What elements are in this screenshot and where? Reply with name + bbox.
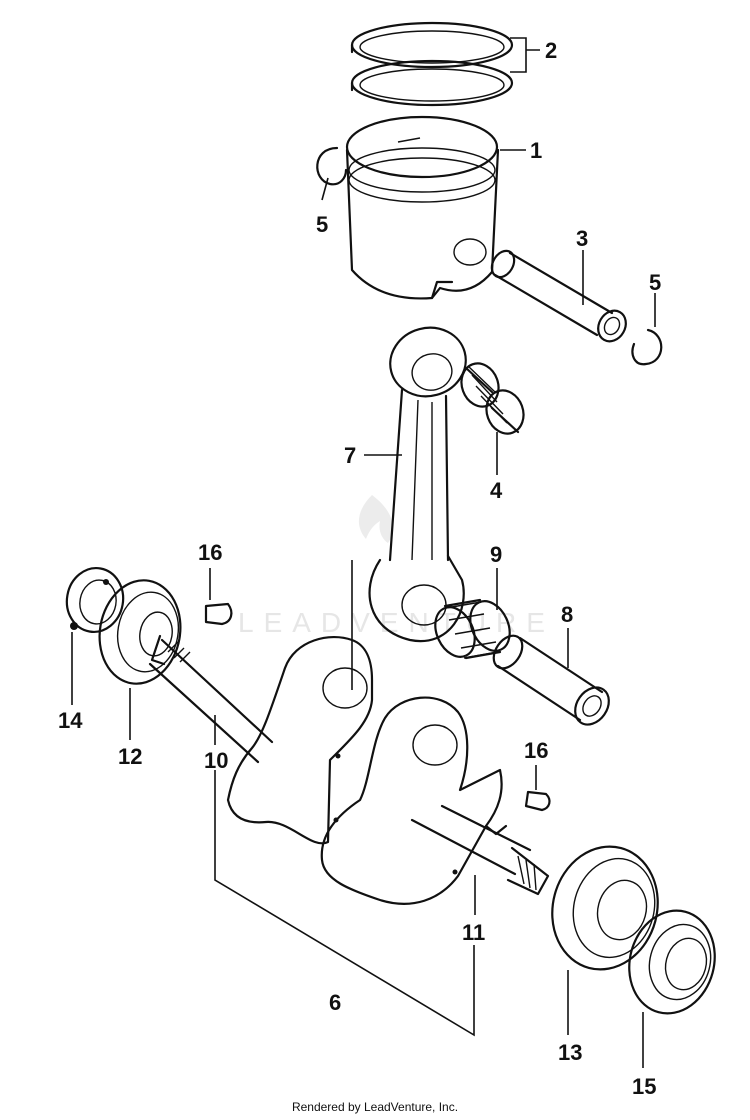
bearing-left xyxy=(98,579,182,685)
circlip-left xyxy=(316,146,348,186)
callout-16-left: 16 xyxy=(198,540,222,565)
callout-13: 13 xyxy=(558,1040,582,1065)
callout-3: 3 xyxy=(576,226,588,251)
leader-lines xyxy=(71,37,656,1068)
callout-2: 2 xyxy=(545,38,557,63)
callout-11: 11 xyxy=(462,920,485,945)
callout-14: 14 xyxy=(58,708,83,733)
watermark: LEADVENTURE xyxy=(238,495,545,638)
callout-8: 8 xyxy=(561,602,573,627)
callout-10: 10 xyxy=(204,748,228,773)
callout-5-right: 5 xyxy=(649,270,661,295)
woodruff-key-left xyxy=(204,602,233,626)
piston xyxy=(345,115,500,300)
footer-credit: Rendered by LeadVenture, Inc. xyxy=(291,1100,459,1114)
crank-pin xyxy=(492,634,610,726)
big-end-bearing xyxy=(434,598,511,660)
callouts: 2 1 3 5 5 7 4 9 8 16 16 14 12 10 11 6 13… xyxy=(58,38,661,1099)
callout-15: 15 xyxy=(632,1074,656,1099)
oil-seal-left xyxy=(65,567,125,633)
callout-1: 1 xyxy=(530,138,542,163)
oil-seal-right xyxy=(628,909,716,1015)
callout-16-right: 16 xyxy=(524,738,548,763)
small-end-bearing xyxy=(460,362,525,435)
woodruff-key-right xyxy=(524,790,551,812)
callout-12: 12 xyxy=(118,744,142,769)
callout-5-left: 5 xyxy=(316,212,328,237)
piston-pin xyxy=(490,249,627,343)
piston-rings xyxy=(350,21,514,107)
callout-6: 6 xyxy=(329,990,341,1015)
crankshaft-right xyxy=(320,696,550,905)
crankshaft-left xyxy=(148,634,374,845)
callout-9: 9 xyxy=(490,542,502,567)
circlip-right xyxy=(631,328,663,366)
callout-7: 7 xyxy=(344,443,356,468)
connecting-rod xyxy=(368,326,467,643)
callout-4: 4 xyxy=(490,478,503,503)
bearing-right xyxy=(551,845,659,971)
